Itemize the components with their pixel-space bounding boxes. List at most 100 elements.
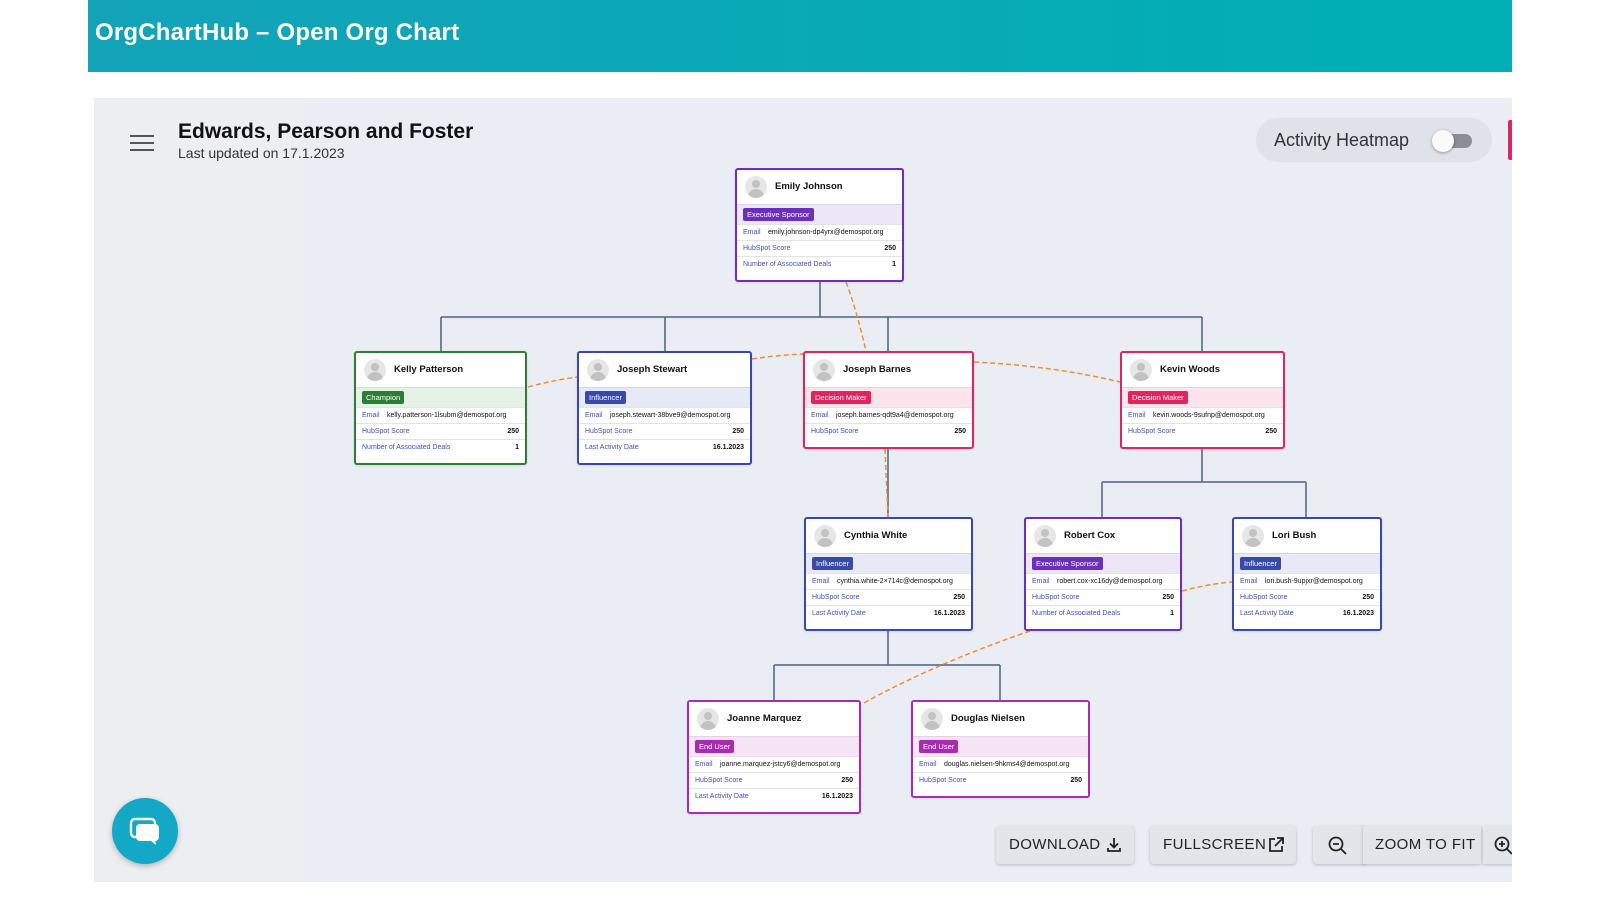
activity-row: Last Activity Date 16.1.2023 [689, 788, 859, 804]
email-row: Email lori.bush-9upjxr@demospot.org [1234, 573, 1380, 589]
score-row: HubSpot Score 250 [1122, 423, 1283, 439]
menu-icon[interactable] [130, 132, 154, 152]
score-value: 250 [507, 428, 519, 435]
score-value: 250 [953, 594, 965, 601]
activity-label: Last Activity Date [812, 610, 866, 617]
person-name: Emily Johnson [775, 181, 843, 192]
activity-label: Last Activity Date [695, 793, 749, 800]
person-name: Robert Cox [1064, 530, 1116, 541]
person-card-cynthia-white[interactable]: Cynthia White Influencer Email cynthia.w… [804, 517, 973, 631]
last-updated: Last updated on 17.1.2023 [178, 145, 345, 161]
side-panel [94, 98, 304, 882]
person-name: Joseph Barnes [843, 364, 912, 375]
person-card-joanne-marquez[interactable]: Joanne Marquez End User Email joanne.mar… [687, 700, 861, 814]
score-label: HubSpot Score [362, 428, 410, 435]
email-label: Email [585, 412, 603, 419]
score-value: 250 [841, 777, 853, 784]
score-label: HubSpot Score [695, 777, 743, 784]
person-name: Joanne Marquez [727, 713, 802, 724]
role-row: Decision Maker [1122, 387, 1283, 407]
chat-button[interactable] [112, 798, 178, 864]
activity-label: Last Activity Date [585, 444, 639, 451]
activity-heatmap-toggle[interactable] [1432, 130, 1474, 152]
email-label: Email [919, 761, 937, 768]
email-value: lori.bush-9upjxr@demospot.org [1265, 578, 1363, 585]
avatar-icon [697, 708, 719, 730]
card-header: Robert Cox [1026, 519, 1180, 553]
role-row: Influencer [1234, 553, 1380, 573]
email-value: robert.cox-xc16dy@demospot.org [1057, 578, 1163, 585]
zoom-to-fit-button[interactable]: ZOOM TO FIT [1363, 826, 1481, 864]
person-name: Douglas Nielsen [951, 713, 1025, 724]
activity-heatmap-label: Activity Heatmap [1274, 130, 1410, 150]
deals-row: Number of Associated Deals 1 [737, 256, 902, 272]
deals-label: Number of Associated Deals [1032, 610, 1121, 617]
score-row: HubSpot Score 250 [806, 589, 971, 605]
email-label: Email [812, 578, 830, 585]
person-card-kelly-patterson[interactable]: Kelly Patterson Champion Email kelly.pat… [354, 351, 527, 465]
deals-value: 1 [892, 261, 896, 268]
role-row: End User [689, 736, 859, 756]
score-label: HubSpot Score [585, 428, 633, 435]
person-card-douglas-nielsen[interactable]: Douglas Nielsen End User Email douglas.n… [911, 700, 1090, 798]
score-row: HubSpot Score 250 [356, 423, 525, 439]
activity-row: Last Activity Date 16.1.2023 [1234, 605, 1380, 621]
app-title: OrgChartHub – Open Org Chart [95, 19, 460, 46]
role-row: Influencer [806, 553, 971, 573]
score-value: 250 [884, 245, 896, 252]
email-label: Email [743, 229, 761, 236]
person-name: Cynthia White [844, 530, 908, 541]
deals-label: Number of Associated Deals [362, 444, 451, 451]
card-header: Douglas Nielsen [913, 702, 1088, 736]
person-card-emily-johnson[interactable]: Emily Johnson Executive Sponsor Email em… [735, 168, 904, 282]
zoom-in-button[interactable] [1483, 826, 1512, 864]
score-row: HubSpot Score 250 [737, 240, 902, 256]
person-card-joseph-barnes[interactable]: Joseph Barnes Decision Maker Email josep… [803, 351, 974, 449]
score-label: HubSpot Score [1240, 594, 1288, 601]
download-button[interactable]: DOWNLOAD [996, 826, 1134, 864]
avatar-icon [1130, 359, 1152, 381]
email-label: Email [695, 761, 713, 768]
email-value: joseph.barnes-qdt9a4@demospot.org [836, 412, 954, 419]
fullscreen-label: FULLSCREEN [1163, 836, 1267, 853]
person-name: Joseph Stewart [617, 364, 688, 375]
score-row: HubSpot Score 250 [689, 772, 859, 788]
role-row: End User [913, 736, 1088, 756]
card-header: Kevin Woods [1122, 353, 1283, 387]
email-row: Email robert.cox-xc16dy@demospot.org [1026, 573, 1180, 589]
person-name: Kelly Patterson [394, 364, 464, 375]
activity-row: Last Activity Date 16.1.2023 [806, 605, 971, 621]
email-value: kevin.woods-9sufnp@demospot.org [1153, 412, 1265, 419]
email-value: joseph.stewart-38bve9@demospot.org [610, 412, 731, 419]
person-card-kevin-woods[interactable]: Kevin Woods Decision Maker Email kevin.w… [1120, 351, 1285, 449]
avatar-icon [364, 359, 386, 381]
deals-value: 1 [515, 444, 519, 451]
score-label: HubSpot Score [919, 777, 967, 784]
person-card-robert-cox[interactable]: Robert Cox Executive Sponsor Email rober… [1024, 517, 1182, 631]
role-row: Influencer [579, 387, 750, 407]
role-badge: Decision Maker [1128, 391, 1188, 404]
card-header: Joanne Marquez [689, 702, 859, 736]
role-badge: Influencer [812, 557, 853, 570]
role-badge: Influencer [1240, 557, 1281, 570]
email-row: Email kelly.patterson-1lsubm@demospot.or… [356, 407, 525, 423]
avatar-icon [587, 359, 609, 381]
email-row: Email kevin.woods-9sufnp@demospot.org [1122, 407, 1283, 423]
role-badge: Champion [362, 391, 405, 404]
email-row: Email douglas.nielsen-9hkms4@demospot.or… [913, 756, 1088, 772]
role-row: Executive Sponsor [737, 204, 902, 224]
person-card-joseph-stewart[interactable]: Joseph Stewart Influencer Email joseph.s… [577, 351, 752, 465]
zoom-out-button[interactable] [1313, 826, 1365, 864]
email-row: Email emily.johnson-dp4yrx@demospot.org [737, 224, 902, 240]
card-header: Kelly Patterson [356, 353, 525, 387]
open-external-icon [1269, 837, 1284, 852]
email-value: kelly.patterson-1lsubm@demospot.org [387, 412, 507, 419]
org-chart-canvas[interactable] [304, 98, 1512, 882]
role-badge: End User [919, 740, 959, 753]
email-row: Email joanne.marquez-jstcy6@demospot.org [689, 756, 859, 772]
person-card-lori-bush[interactable]: Lori Bush Influencer Email lori.bush-9up… [1232, 517, 1382, 631]
email-value: cynthia.white-2×714c@demospot.org [837, 578, 953, 585]
activity-value: 16.1.2023 [1342, 610, 1374, 617]
email-value: emily.johnson-dp4yrx@demospot.org [768, 229, 884, 236]
fullscreen-button[interactable]: FULLSCREEN [1150, 826, 1296, 864]
